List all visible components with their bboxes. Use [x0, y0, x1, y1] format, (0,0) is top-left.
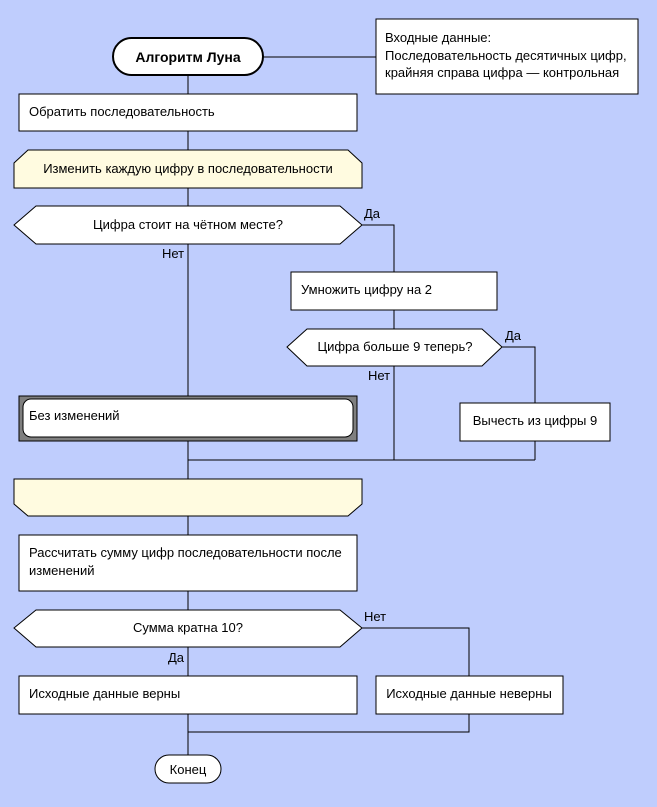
process-label: Исходные данные неверны — [386, 686, 552, 701]
note-line: Входные данные: — [385, 30, 491, 45]
yes-label: Да — [168, 650, 185, 665]
process-label: Умножить цифру на 2 — [301, 282, 432, 297]
process-multiply: Умножить цифру на 2 — [290, 271, 498, 311]
decision-mod10: Сумма кратна 10? — [13, 609, 363, 648]
input-note: Входные данные: Последовательность десят… — [375, 18, 639, 95]
connector-line — [188, 714, 470, 733]
connector-line — [362, 627, 470, 676]
no-label: Нет — [364, 609, 386, 624]
process-label: Рассчитать сумму цифр последовательности… — [29, 545, 342, 560]
process-no-change: Без изменений — [18, 395, 358, 442]
yes-label: Да — [364, 206, 381, 221]
no-label: Нет — [162, 246, 184, 261]
decision-label: Сумма кратна 10? — [133, 620, 243, 635]
yes-label: Да — [505, 328, 522, 343]
decision-label: Цифра стоит на чётном месте? — [93, 217, 283, 232]
decision-even: Цифра стоит на чётном месте? — [13, 205, 363, 245]
end-label: Конец — [170, 762, 207, 777]
process-subtract: Вычесть из цифры 9 — [459, 402, 611, 442]
process-reverse: Обратить последовательность — [18, 93, 358, 132]
end-terminator: Конец — [154, 754, 222, 784]
start-terminator: Алгоритм Луна — [112, 37, 264, 76]
note-line: крайняя справа цифра — контрольная — [385, 65, 619, 80]
process-label: Вычесть из цифры 9 — [473, 413, 598, 428]
process-invalid: Исходные данные неверны — [375, 675, 564, 715]
process-sum: Рассчитать сумму цифр последовательности… — [18, 534, 358, 592]
loop-start: Изменить каждую цифру в последовательнос… — [13, 149, 363, 189]
start-label: Алгоритм Луна — [135, 49, 241, 65]
process-label: изменений — [29, 563, 95, 578]
loop-end — [13, 478, 363, 517]
no-label: Нет — [368, 368, 390, 383]
loop-label: Изменить каждую цифру в последовательнос… — [43, 161, 333, 176]
connectors — [187, 56, 536, 755]
process-label: Без изменений — [29, 408, 120, 423]
note-line: Последовательность десятичных цифр, — [385, 48, 627, 63]
connector-line — [502, 346, 536, 403]
process-label: Обратить последовательность — [29, 104, 215, 119]
decision-gt9: Цифра больше 9 теперь? — [286, 328, 503, 367]
process-valid: Исходные данные верны — [18, 675, 358, 715]
decision-label: Цифра больше 9 теперь? — [317, 339, 472, 354]
process-label: Исходные данные верны — [29, 686, 180, 701]
connector-line — [362, 224, 395, 272]
